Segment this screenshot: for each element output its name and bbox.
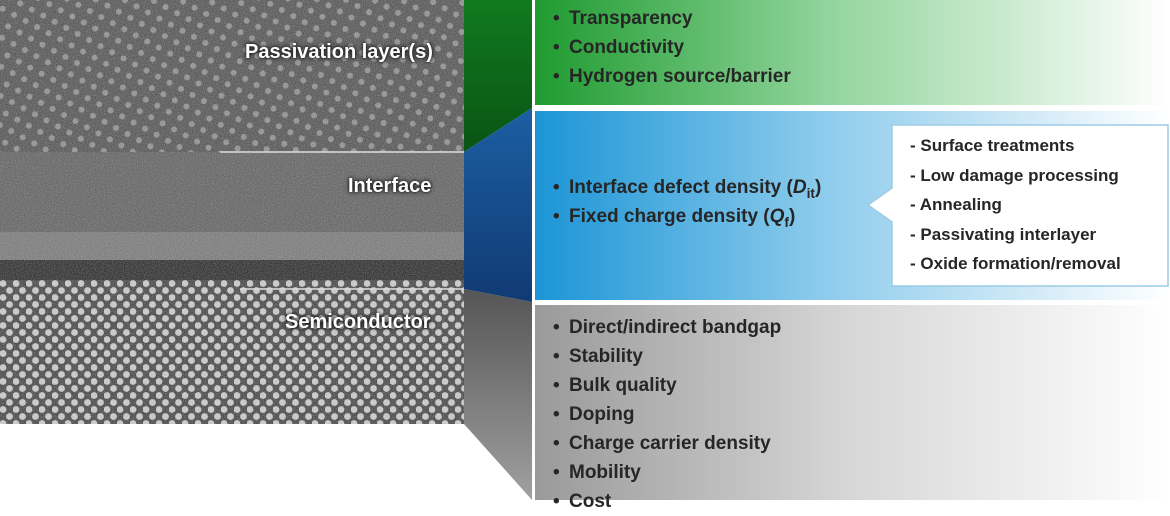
band-interface: [464, 108, 532, 302]
list-item: Conductivity: [553, 33, 791, 62]
list-item: Surface treatments: [910, 131, 1121, 161]
list-item: Hydrogen source/barrier: [553, 62, 791, 91]
label-passivation-layers: Passivation layer(s): [245, 41, 433, 63]
list-item: Mobility: [553, 458, 781, 487]
interface-properties: Interface defect density (Dit) Fixed cha…: [553, 173, 821, 231]
list-item: Direct/indirect bandgap: [553, 313, 781, 342]
list-item: Charge carrier density: [553, 429, 781, 458]
interface-treatments: Surface treatments Low damage processing…: [910, 131, 1121, 279]
list-item: Bulk quality: [553, 371, 781, 400]
list-item: Fixed charge density (Qf): [553, 202, 821, 231]
label-semiconductor: Semiconductor: [285, 311, 431, 333]
list-item: Transparency: [553, 4, 791, 33]
semiconductor-properties: Direct/indirect bandgap Stability Bulk q…: [553, 313, 781, 516]
passivation-properties: Transparency Conductivity Hydrogen sourc…: [553, 4, 791, 91]
tem-micrograph: [0, 0, 464, 424]
list-item: Interface defect density (Dit): [553, 173, 821, 202]
list-item: Low damage processing: [910, 161, 1121, 191]
band-semiconductor: [464, 289, 532, 500]
list-item: Cost: [553, 487, 781, 516]
list-item: Annealing: [910, 190, 1121, 220]
list-item: Passivating interlayer: [910, 220, 1121, 250]
list-item: Oxide formation/removal: [910, 249, 1120, 279]
list-item: Doping: [553, 400, 781, 429]
label-interface: Interface: [348, 175, 432, 197]
band-passivation: [464, 0, 532, 152]
list-item: Stability: [553, 342, 781, 371]
